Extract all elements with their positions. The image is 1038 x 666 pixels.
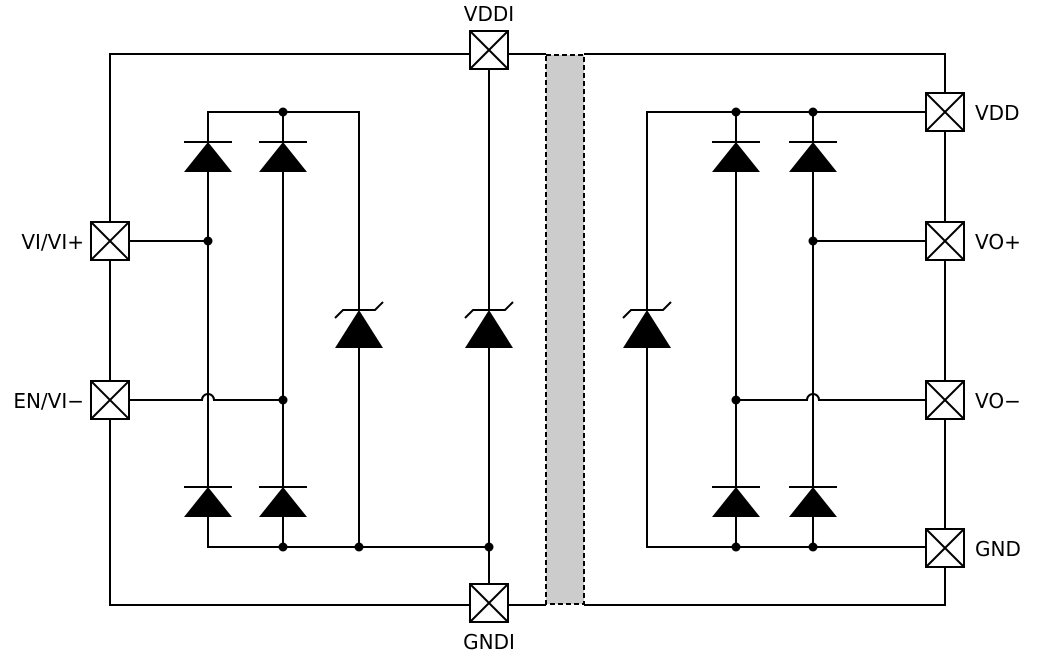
- label-vo-plus: VO+: [975, 230, 1021, 254]
- diode-icon: [184, 486, 232, 517]
- zener-diode-icon: [464, 301, 514, 348]
- diode-icon: [712, 486, 760, 517]
- wires: [109, 53, 946, 606]
- label-vi-plus: VI/VI+: [21, 230, 84, 254]
- junction-dots: [203, 107, 818, 552]
- diode-icon: [184, 141, 232, 172]
- label-vdd: VDD: [975, 101, 1019, 125]
- diode-icon: [259, 141, 307, 172]
- pad-en-vi-minus: [90, 380, 130, 420]
- label-vddi: VDDI: [464, 2, 514, 26]
- pad-vi-plus: [90, 221, 130, 261]
- label-vo-minus: VO−: [975, 389, 1021, 413]
- pad-vddi: [469, 30, 509, 70]
- isolation-barrier: [545, 54, 585, 605]
- zener-diode-icon: [622, 301, 672, 348]
- pad-vo-minus: [925, 380, 965, 420]
- label-gnd: GND: [975, 537, 1021, 561]
- diode-icon: [259, 486, 307, 517]
- label-gndi: GNDI: [463, 630, 515, 654]
- diode-icon: [712, 141, 760, 172]
- zener-diode-icon: [334, 301, 384, 348]
- label-en-vi-minus: EN/VI−: [13, 389, 84, 413]
- pad-gnd: [925, 528, 965, 568]
- pad-gndi: [469, 583, 509, 623]
- pad-vdd: [925, 92, 965, 132]
- diode-icon: [789, 141, 837, 172]
- diode-icon: [789, 486, 837, 517]
- pad-vo-plus: [925, 221, 965, 261]
